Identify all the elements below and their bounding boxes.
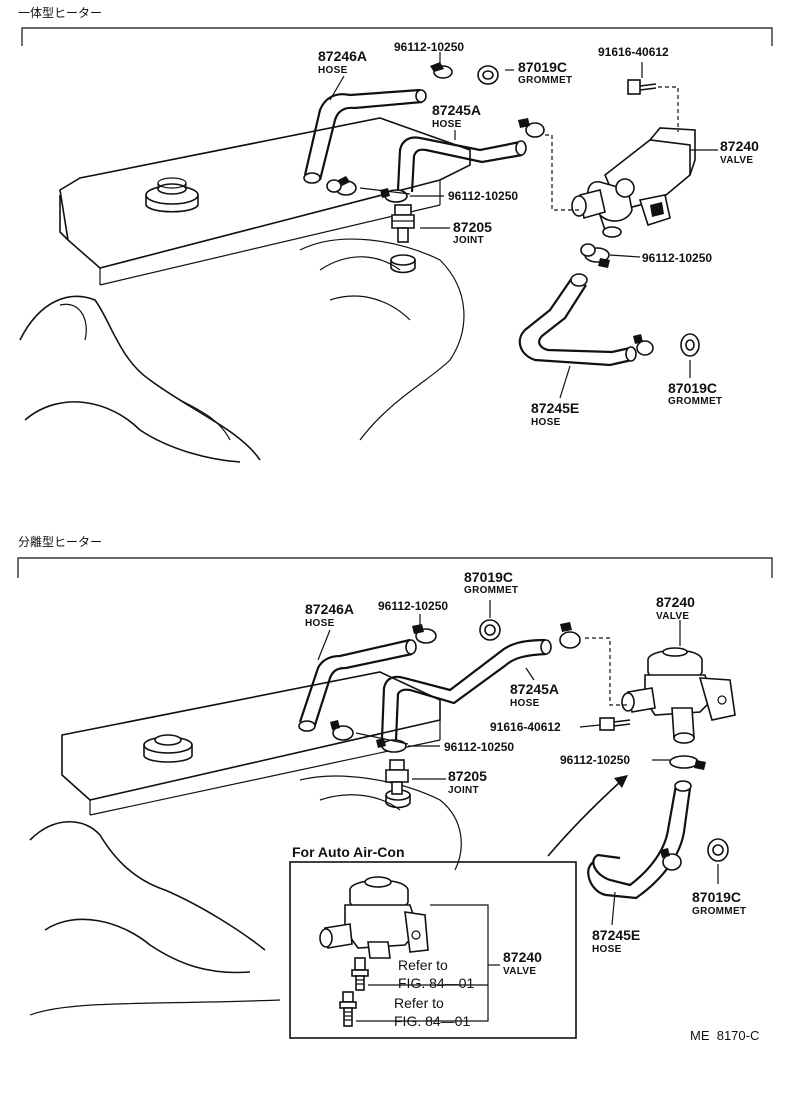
section-bracket-top xyxy=(21,27,773,46)
bolt-bottom xyxy=(599,717,631,731)
hose-87245a-bottom xyxy=(380,638,552,741)
label-top-clamp-1-number: 96112-10250 xyxy=(394,40,464,54)
section-title-top: 一体型ヒーター xyxy=(18,6,102,20)
label-top-hose-e-number: 87245E xyxy=(531,400,579,416)
clamp-bottom-a xyxy=(412,624,437,644)
inset-leader-ref-2 xyxy=(356,985,489,1022)
label-bottom-joint-number: 87205 xyxy=(448,768,487,784)
inset-ref-1-line-2: FIG. 84—01 xyxy=(398,975,474,991)
label-bottom-clamp-3-number: 96112-10250 xyxy=(560,753,630,767)
label-top-grommet-2-desc: GROMMET xyxy=(668,396,722,407)
dashed-leader-bottom xyxy=(585,637,628,706)
clamp-top-b xyxy=(430,62,453,79)
label-bottom-joint-desc: JOINT xyxy=(448,785,479,796)
valve-87240-top xyxy=(571,127,696,238)
label-bottom-hose-e-desc: HOSE xyxy=(592,944,622,955)
label-bottom-hose-a-desc: HOSE xyxy=(305,618,335,629)
label-top-grommet-1-number: 87019C xyxy=(518,59,567,75)
figure-code: ME 8170-C xyxy=(690,1028,759,1043)
inset-title: For Auto Air-Con xyxy=(292,844,405,860)
clamp-bottom-d xyxy=(376,738,407,753)
label-top-valve-number: 87240 xyxy=(720,138,759,154)
label-bottom-hose-b-number: 87245A xyxy=(510,681,559,697)
clamp-bottom-b xyxy=(330,720,354,741)
label-top-valve-desc: VALVE xyxy=(720,155,753,166)
inset-ref-1-line-1: Refer to xyxy=(398,957,448,973)
label-top-clamp-2-number: 96112-10250 xyxy=(448,189,518,203)
label-bottom-valve-number: 87240 xyxy=(656,594,695,610)
label-bottom-grommet-2-number: 87019C xyxy=(692,889,741,905)
label-top-hose-a-number: 87246A xyxy=(318,48,367,64)
label-top-bolt-number: 91616-40612 xyxy=(598,45,669,59)
dashed-leader-top-1 xyxy=(545,134,580,211)
clamp-bottom-e xyxy=(669,755,706,770)
section-top: 一体型ヒーター xyxy=(18,6,773,463)
hose-87245e-top xyxy=(518,273,637,367)
grommet-bottom-1 xyxy=(479,619,501,641)
inset-frame xyxy=(289,861,577,1039)
label-top-hose-b-desc: HOSE xyxy=(432,119,462,130)
direction-arrow-head xyxy=(614,775,628,788)
clamp-bottom-c xyxy=(559,622,581,649)
label-bottom-clamp-2-number: 96112-10250 xyxy=(444,740,514,754)
joint-top xyxy=(391,204,415,243)
hose-87245a-top xyxy=(396,136,527,193)
leader-lines-bottom xyxy=(317,600,719,926)
clamp-top-f xyxy=(633,334,654,356)
engine-illustration-bottom xyxy=(29,671,462,1016)
clamp-top-a xyxy=(326,176,357,196)
grommet-top-1 xyxy=(477,65,499,85)
label-bottom-hose-e-number: 87245E xyxy=(592,927,640,943)
hose-87246a-top xyxy=(303,88,427,184)
hose-87245e-bottom xyxy=(587,780,692,900)
label-top-joint-desc: JOINT xyxy=(453,235,484,246)
label-bottom-valve-desc: VALVE xyxy=(656,611,689,622)
clamp-top-e xyxy=(580,243,610,268)
inset-leader-valve xyxy=(430,904,489,985)
bolt-top xyxy=(627,79,657,95)
clamp-top-c xyxy=(518,118,545,138)
label-bottom-grommet-2-desc: GROMMET xyxy=(692,906,746,917)
direction-arrow-bottom xyxy=(547,781,621,857)
inset-ref-2-line-2: FIG. 84—01 xyxy=(394,1013,470,1029)
grommet-top-2 xyxy=(680,333,700,357)
joint-bottom xyxy=(385,759,409,795)
inset-valve-desc: VALVE xyxy=(503,966,536,977)
inset-valve-number: 87240 xyxy=(503,949,542,965)
label-top-hose-b-number: 87245A xyxy=(432,102,481,118)
inset-ref-2-line-1: Refer to xyxy=(394,995,444,1011)
label-top-hose-e-desc: HOSE xyxy=(531,417,561,428)
label-top-hose-a-desc: HOSE xyxy=(318,65,348,76)
label-bottom-bolt-number: 91616-40612 xyxy=(490,720,561,734)
label-top-grommet-1-desc: GROMMET xyxy=(518,75,572,86)
inset-valve-illustration xyxy=(319,876,429,959)
label-top-joint-number: 87205 xyxy=(453,219,492,235)
clamp-bottom-f xyxy=(660,848,682,871)
engine-illustration-top xyxy=(19,117,471,463)
inset-sensor-2 xyxy=(339,991,357,1027)
inset-sensor-1 xyxy=(351,957,369,991)
section-bracket-bottom xyxy=(17,557,773,578)
leader-lines-top xyxy=(329,52,718,399)
label-bottom-hose-a-number: 87246A xyxy=(305,601,354,617)
label-bottom-clamp-1-number: 96112-10250 xyxy=(378,599,448,613)
dashed-leader-top-2 xyxy=(658,86,679,132)
label-bottom-grommet-1-desc: GROMMET xyxy=(464,585,518,596)
label-top-clamp-3-number: 96112-10250 xyxy=(642,251,712,265)
section-bottom: 分離型ヒーター xyxy=(17,535,773,1016)
hose-87246a-bottom xyxy=(298,638,417,732)
valve-87240-bottom xyxy=(621,647,736,744)
inset-auto-air-con: For Auto Air-Con xyxy=(289,844,577,1039)
label-bottom-grommet-1-number: 87019C xyxy=(464,569,513,585)
label-bottom-hose-b-desc: HOSE xyxy=(510,698,540,709)
section-title-bottom: 分離型ヒーター xyxy=(18,535,102,549)
grommet-bottom-2 xyxy=(707,838,729,862)
label-top-grommet-2-number: 87019C xyxy=(668,380,717,396)
